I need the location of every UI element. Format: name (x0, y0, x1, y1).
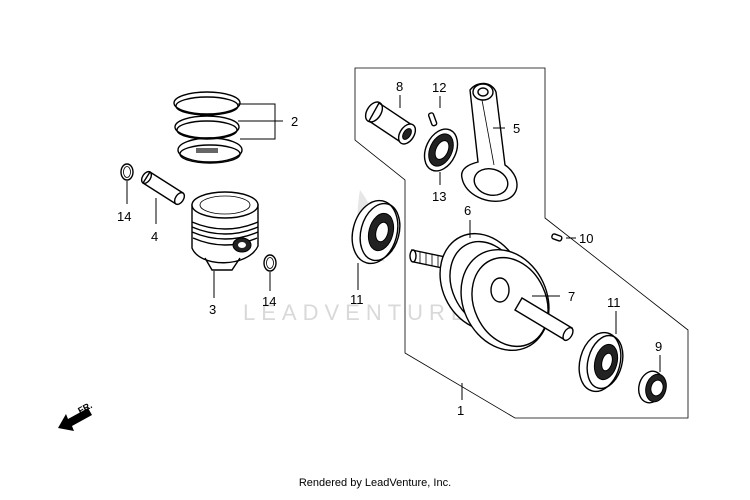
callout-10: 10 (579, 231, 593, 246)
callout-14-left: 14 (117, 209, 131, 224)
callout-2: 2 (291, 114, 298, 129)
circlip-right (263, 254, 277, 272)
watermark-text: LEADVENTURE (243, 300, 472, 325)
credit-text: Rendered by LeadVenture, Inc. (298, 477, 452, 489)
callout-11-left: 11 (350, 292, 364, 307)
assembly-bracket (354, 67, 689, 419)
piston (191, 191, 259, 271)
leader-lines (126, 95, 661, 400)
gear-9 (637, 370, 667, 404)
bearing-right (578, 331, 624, 393)
callout-4: 4 (151, 229, 158, 244)
callout-14-right: 14 (262, 294, 276, 309)
key-12 (427, 112, 438, 127)
callout-9: 9 (655, 339, 662, 354)
piston-pin (140, 170, 186, 206)
crankshaft (409, 232, 574, 352)
circlip-left (120, 163, 134, 181)
needle-bearing (423, 128, 459, 172)
callout-11-right: 11 (607, 295, 621, 310)
callout-8: 8 (396, 79, 403, 94)
front-marker-label: FR. (76, 400, 93, 416)
callout-1: 1 (457, 403, 464, 418)
callout-7: 7 (568, 289, 575, 304)
front-arrow-icon (58, 408, 92, 431)
callout-13: 13 (432, 189, 446, 204)
piston-pin-8 (364, 101, 417, 145)
callout-5: 5 (513, 121, 520, 136)
piston-rings (173, 91, 243, 164)
callout-12: 12 (432, 80, 446, 95)
front-direction-marker: FR. (58, 400, 94, 431)
key-10 (551, 233, 563, 242)
callout-3: 3 (209, 302, 216, 317)
bearing-left (351, 199, 401, 265)
connecting-rod (460, 82, 518, 202)
callout-6: 6 (464, 203, 471, 218)
